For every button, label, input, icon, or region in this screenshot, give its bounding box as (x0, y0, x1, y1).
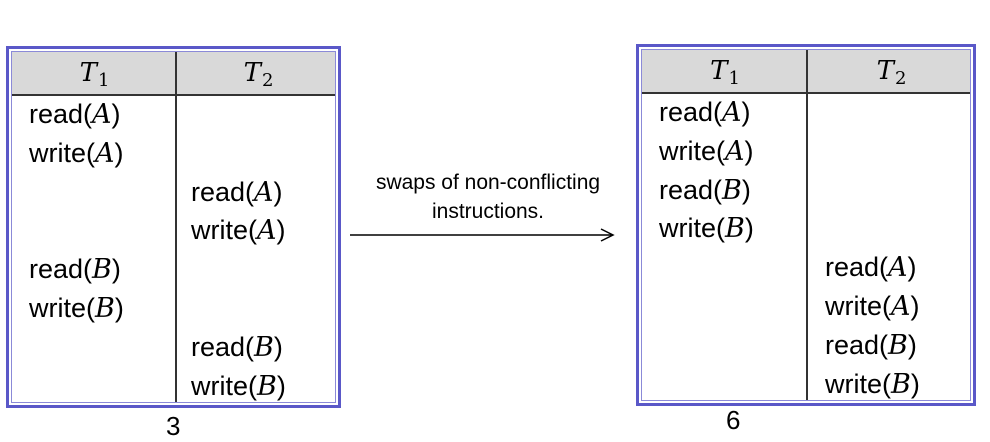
schedule-header-row: T1 T2 (12, 52, 335, 96)
operation-col2-0: read(A) (191, 176, 283, 208)
column-divider (806, 50, 808, 400)
header-t2: T2 (243, 58, 274, 91)
operation-col2-1: write(A) (191, 215, 286, 247)
operation-col2-3: write(B) (825, 368, 920, 400)
operation-col1-3: write(B) (659, 213, 754, 245)
caption-line-2: instructions. (431, 200, 545, 223)
operation-col1-1: write(A) (29, 137, 124, 169)
header-t1: T1 (710, 56, 740, 89)
operation-col1-2: read(B) (659, 174, 751, 206)
operation-col1-2: read(B) (29, 254, 121, 286)
operation-col2-3: write(B) (191, 370, 286, 402)
operation-col1-0: read(A) (659, 97, 751, 128)
operation-col2-2: read(B) (825, 329, 917, 361)
column-divider (175, 52, 177, 402)
operation-col1-3: write(B) (29, 293, 124, 324)
transformation-caption: swaps of non-conflicting instructions. (346, 168, 630, 226)
operation-col2-2: read(B) (191, 331, 283, 363)
operation-col1-1: write(A) (659, 135, 754, 167)
arrow-right-icon (350, 228, 615, 242)
operation-col1-0: read(A) (29, 99, 121, 130)
operation-col2-0: read(A) (825, 252, 917, 284)
schedule-number: 3 (166, 411, 181, 441)
header-t1: T1 (79, 58, 110, 91)
schedule-6-table: T1 T2 read(A) write(A) read(B) write(B) read… (636, 44, 976, 406)
header-t2: T2 (876, 56, 907, 89)
operation-col2-1: write(A) (825, 291, 920, 322)
schedule-number: 6 (726, 405, 741, 435)
schedule-3-table: T1 T2 read(A) write(A) read(B) write(B) read… (6, 46, 341, 408)
caption-line-1: swaps of non-conflicting (375, 171, 601, 194)
